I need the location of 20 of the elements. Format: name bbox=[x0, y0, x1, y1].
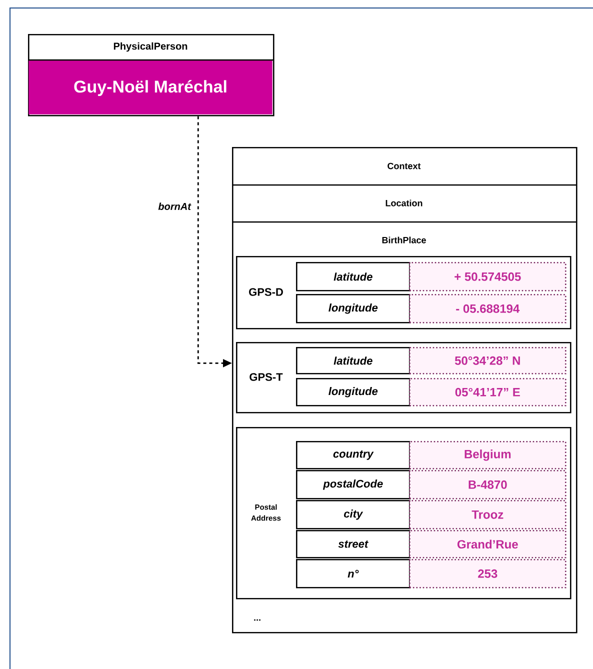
value-box: 50°34’28” N bbox=[409, 347, 566, 374]
field-name-box: longitude bbox=[296, 294, 410, 324]
value-box: + 50.574505 bbox=[409, 262, 566, 292]
value-box: Grand’Rue bbox=[409, 530, 566, 558]
field-name-box: n° bbox=[296, 559, 410, 588]
value-box: Trooz bbox=[409, 500, 566, 530]
field-name-box: country bbox=[296, 441, 410, 470]
person-box: PhysicalPerson Guy-Noël Maréchal bbox=[28, 34, 274, 116]
field-name-box: city bbox=[296, 500, 410, 530]
value-box: - 05.688194 bbox=[409, 294, 566, 324]
value-box: 05°41’17” E bbox=[409, 378, 566, 406]
field-name-box: longitude bbox=[296, 378, 410, 406]
value-box: Belgium bbox=[409, 441, 566, 470]
edge-label: bornAt bbox=[158, 202, 192, 210]
field-name-box: latitude bbox=[296, 262, 410, 292]
value-box: 253 bbox=[409, 559, 566, 588]
field-name-box: street bbox=[296, 530, 410, 558]
value-box: B-4870 bbox=[409, 470, 566, 500]
field-name-box: latitude bbox=[296, 347, 410, 374]
field-name-box: postalCode bbox=[296, 470, 410, 500]
